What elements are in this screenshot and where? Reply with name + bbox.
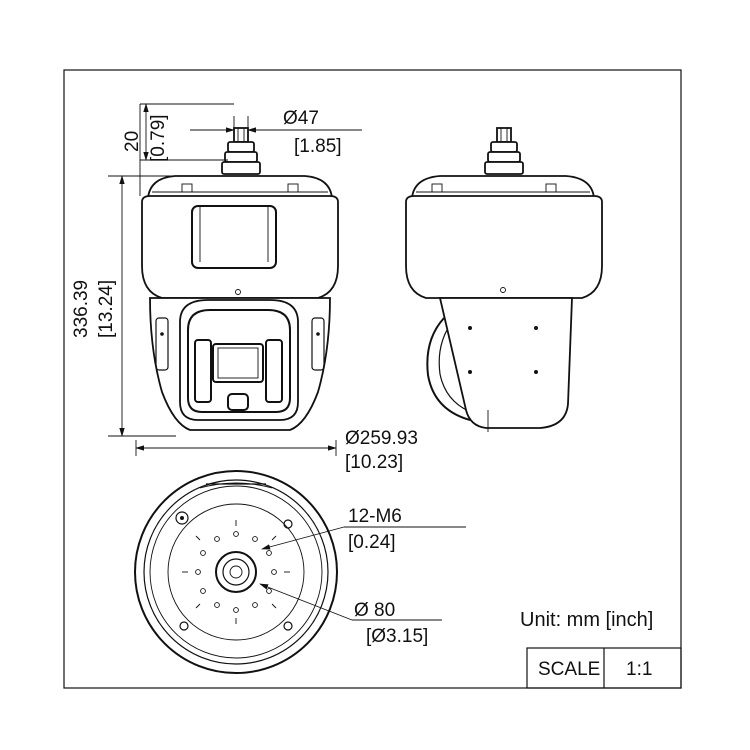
total-height-mm: 336.39 bbox=[71, 280, 92, 338]
cable-height-mm: 20 bbox=[122, 131, 143, 152]
total-height-inch: [13.24] bbox=[96, 280, 117, 338]
mount-circle-mm: Ø 80 bbox=[354, 600, 395, 621]
total-height-dimension: 336.39 [13.24] bbox=[71, 175, 176, 437]
body-diameter-mm: Ø259.93 bbox=[345, 428, 418, 449]
front-view bbox=[141, 127, 339, 431]
mount-screws-spec: 12-M6 bbox=[348, 506, 402, 527]
cable-diameter-mm: Ø47 bbox=[283, 108, 319, 129]
cable-diameter-dimension: Ø47 [1.85] bbox=[190, 108, 362, 157]
unit-note: Unit: mm [inch] bbox=[520, 609, 653, 631]
body-diameter-dimension: Ø259.93 [10.23] bbox=[135, 428, 418, 473]
bolt-pattern bbox=[195, 531, 277, 613]
scale-label: SCALE bbox=[538, 659, 600, 680]
sheet-border bbox=[63, 69, 682, 689]
mount-circle-callout: Ø 80 [Ø3.15] bbox=[259, 583, 442, 647]
mount-screws-inch: [0.24] bbox=[348, 532, 396, 553]
mount-screws-callout: 12-M6 [0.24] bbox=[261, 506, 466, 553]
cable-height-dimension: 20 [0.79] bbox=[122, 103, 234, 196]
side-view bbox=[405, 127, 603, 432]
bottom-view bbox=[134, 470, 338, 674]
cable-height-inch: [0.79] bbox=[148, 114, 169, 162]
body-diameter-inch: [10.23] bbox=[345, 452, 403, 473]
cable-diameter-inch: [1.85] bbox=[294, 136, 342, 157]
scale-box: SCALE 1:1 bbox=[526, 647, 682, 689]
scale-value: 1:1 bbox=[626, 659, 652, 680]
mount-circle-inch: [Ø3.15] bbox=[366, 626, 428, 647]
